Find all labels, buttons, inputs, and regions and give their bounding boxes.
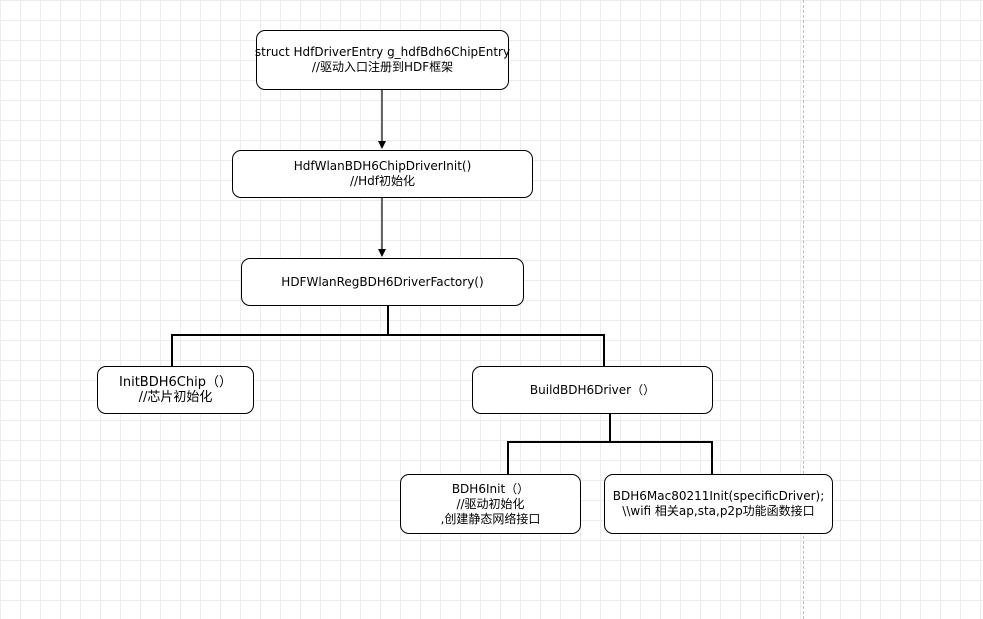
node-mac80211-init-title: BDH6Mac80211Init(specificDriver); bbox=[612, 489, 825, 503]
node-bdh6-init[interactable]: BDH6Init（） //驱动初始化 ,创建静态网络接口 bbox=[400, 474, 581, 534]
node-init-chip-title: InitBDH6Chip（） bbox=[119, 375, 232, 390]
page-boundary-line bbox=[803, 0, 804, 619]
node-init-chip-comment: //芯片初始化 bbox=[138, 390, 213, 405]
node-reg-driver-factory[interactable]: HDFWlanRegBDH6DriverFactory() bbox=[241, 258, 524, 306]
node-bdh6-init-comment: //驱动初始化 bbox=[456, 496, 525, 511]
node-reg-driver-factory-title: HDFWlanRegBDH6DriverFactory() bbox=[281, 274, 484, 289]
node-chip-driver-init-title: HdfWlanBDH6ChipDriverInit() bbox=[293, 159, 472, 173]
node-driver-entry[interactable]: struct HdfDriverEntry g_hdfBdh6ChipEntry… bbox=[254, 30, 511, 90]
branch-factory-horizontal bbox=[171, 334, 605, 366]
node-build-driver[interactable]: BuildBDH6Driver（） bbox=[472, 366, 713, 414]
node-bdh6-init-detail: ,创建静态网络接口 bbox=[440, 511, 541, 526]
node-init-chip[interactable]: InitBDH6Chip（） //芯片初始化 bbox=[97, 366, 254, 414]
node-chip-driver-init-comment: //Hdf初始化 bbox=[350, 174, 415, 188]
node-driver-entry-title: struct HdfDriverEntry g_hdfBdh6ChipEntry bbox=[254, 45, 511, 59]
node-driver-entry-comment: //驱动入口注册到HDF框架 bbox=[311, 60, 454, 74]
node-mac80211-init[interactable]: BDH6Mac80211Init(specificDriver); \\wifi… bbox=[604, 474, 833, 534]
node-mac80211-init-comment: \\wifi 相关ap,sta,p2p功能函数接口 bbox=[622, 504, 815, 518]
node-bdh6-init-title: BDH6Init（） bbox=[451, 481, 530, 496]
node-chip-driver-init[interactable]: HdfWlanBDH6ChipDriverInit() //Hdf初始化 bbox=[232, 150, 533, 198]
node-build-driver-title: BuildBDH6Driver（） bbox=[529, 382, 656, 397]
branch-build-driver-horizontal bbox=[507, 441, 713, 474]
